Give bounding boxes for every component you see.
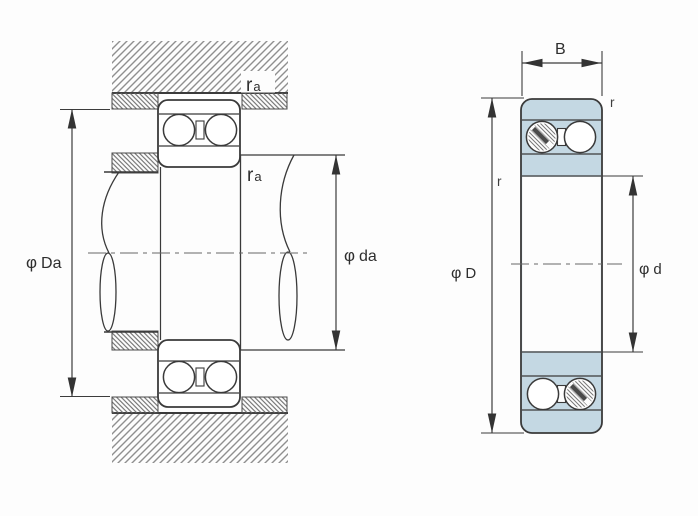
dimension-d [602,175,643,353]
bearing-section-lower [157,339,241,408]
ball [526,377,560,411]
corner-radius-label-side: r [497,174,502,189]
housing-abutment-strip-top-right [241,92,288,110]
ball [162,360,196,394]
ball-sectioned [564,378,595,409]
ball-sectioned [526,121,557,152]
corner-radius-label-top: r [610,95,615,110]
shaft-shoulder-strip-bottom-left [111,330,159,351]
dimension-da [331,155,341,350]
dimension-B [521,51,603,96]
ball [204,113,238,147]
dimension-D [481,97,524,434]
ball [204,360,238,394]
ball [162,113,196,147]
fillet-radius-label-mid: ra [247,165,262,186]
housing-section-bottom [112,413,288,463]
housing-abutment-strip-top-left [111,92,159,110]
housing-abutment-strip-bottom-right [241,396,288,414]
shaft-break-line-right [279,154,295,253]
ball [563,120,597,154]
ring-boundary-lines [522,119,601,411]
dimension-label-B: B [555,41,566,58]
shaft [99,154,345,351]
shaft-shoulder-strip-top-left [111,152,159,174]
housing-abutment-strip-bottom-left [111,396,159,414]
fillet-radius-label-top: ra [246,75,261,96]
cage-pocket [195,120,205,140]
bearing-section-upper [157,99,241,168]
dimension-Da [60,108,110,398]
label-cutout [241,71,275,93]
shaft-break-line-left [101,171,120,254]
cage-pocket [195,367,205,387]
